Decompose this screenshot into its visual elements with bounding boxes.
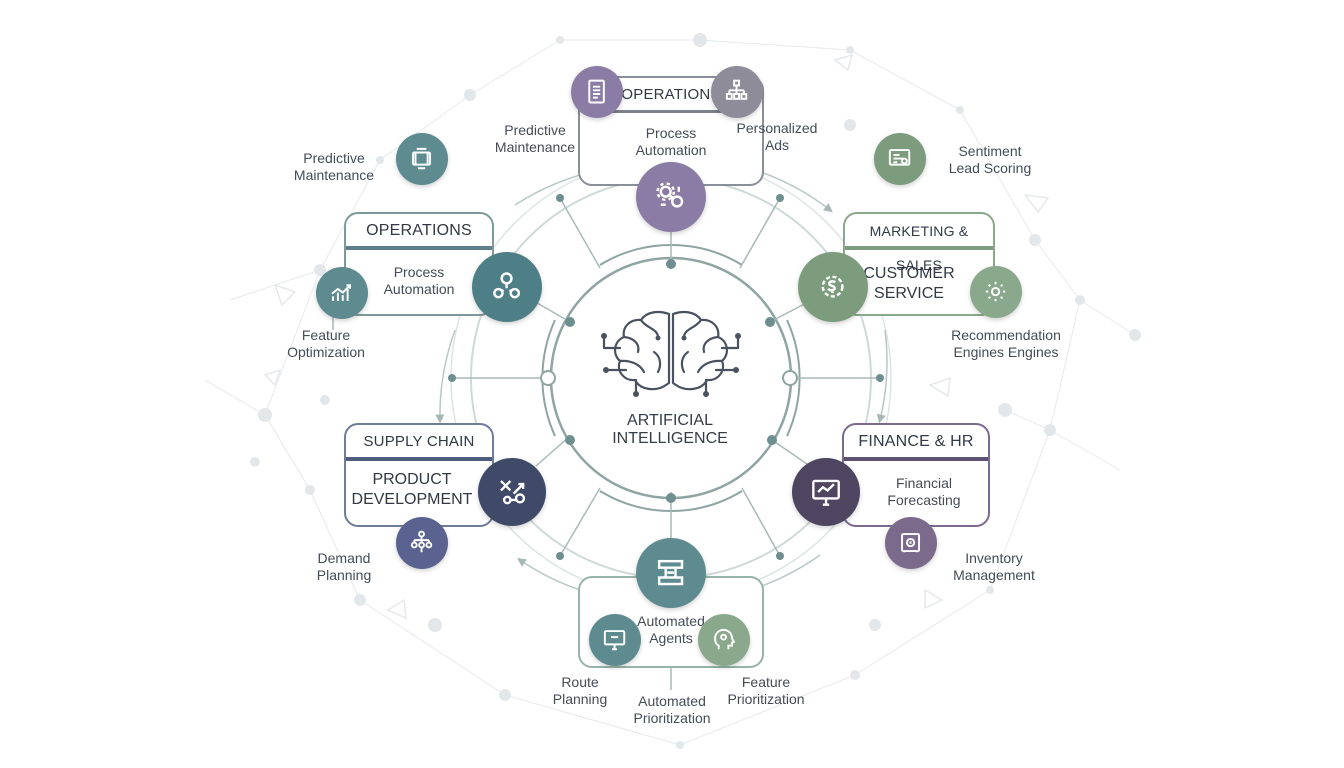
left-operations-box: OPERATIONS Process Automation — [344, 212, 494, 316]
center-title-line1: ARTIFICIAL — [627, 412, 713, 429]
top-operations-title: OPERATIONS — [600, 78, 742, 113]
marketing-sales-body-line1: CUSTOMER — [863, 265, 955, 282]
label-route-planning: Route Planning — [540, 674, 620, 708]
label-demand-planning-line2: Planning — [316, 567, 372, 583]
growth-chart-icon[interactable] — [316, 267, 368, 319]
finance-hr-box: FINANCE & HR Financial Forecasting — [842, 423, 990, 527]
gear-network-icon[interactable] — [636, 162, 706, 232]
label-recommendation-line1: Recommendation — [951, 327, 1061, 343]
circuit-icon[interactable] — [874, 133, 926, 185]
supply-chain-box: SUPPLY CHAIN PRODUCT DEVELOPMENT — [344, 423, 494, 527]
hierarchy-icon[interactable] — [396, 517, 448, 569]
top-operations-body: Process Automation — [580, 125, 762, 159]
supply-chain-body: PRODUCT DEVELOPMENT — [346, 470, 478, 510]
left-operations-body-line1: Process — [393, 264, 445, 280]
label-feature-optimization-line1: Feature — [301, 327, 351, 343]
label-feature-prioritization-line2: Prioritization — [727, 691, 805, 707]
monitor-chart-icon[interactable] — [792, 458, 860, 526]
left-operations-title: OPERATIONS — [346, 214, 492, 250]
brain-circuit-icon — [601, 310, 741, 397]
label-sentiment: Sentiment Lead Scoring — [940, 143, 1040, 177]
marketing-sales-body-line2: SERVICE — [874, 285, 944, 302]
gear-icon[interactable] — [970, 266, 1022, 318]
top-left-label-line2: Maintenance — [494, 139, 576, 155]
label-route-planning-line2: Planning — [552, 691, 608, 707]
dollar-gear-icon[interactable] — [798, 252, 868, 322]
label-recommendation: Recommendation Engines Engines — [944, 327, 1068, 361]
safe-icon[interactable] — [885, 517, 937, 569]
marketing-sales-box: MARKETING & SALES CUSTOMER SERVICE — [843, 212, 995, 316]
marketing-sales-body: CUSTOMER SERVICE — [853, 264, 965, 304]
document-icon[interactable] — [571, 66, 623, 118]
label-sentiment-line2: Lead Scoring — [948, 160, 1032, 176]
center-title: ARTIFICIAL INTELLIGENCE — [570, 412, 770, 448]
label-feature-optimization: Feature Optimization — [278, 327, 374, 361]
left-operations-body: Process Automation — [346, 264, 492, 298]
left-operations-body-line2: Automation — [383, 281, 455, 297]
top-left-label-line1: Predictive — [504, 122, 566, 138]
head-gear-icon[interactable] — [698, 614, 750, 666]
label-inventory-line2: Management — [953, 567, 1035, 583]
label-automated-prioritization-line1: Automated — [638, 693, 706, 709]
finance-hr-body: Financial Forecasting — [860, 475, 988, 509]
label-feature-optimization-line2: Optimization — [287, 344, 365, 360]
bottom-agents-body-line1: Automated — [637, 613, 705, 629]
supply-chain-body-line2: DEVELOPMENT — [351, 491, 473, 508]
label-automated-prioritization: Automated Prioritization — [624, 693, 720, 727]
top-operations-body-line1: Process — [645, 125, 697, 141]
label-recommendation-line2: Engines Engines — [953, 344, 1059, 360]
workflow-icon[interactable] — [478, 458, 546, 526]
label-demand-planning-line1: Demand — [317, 550, 371, 566]
top-right-label-line2: Ads — [764, 137, 790, 153]
label-inventory: Inventory Management — [946, 550, 1042, 584]
top-left-label: Predictive Maintenance — [490, 122, 580, 156]
bottom-agents-body-line2: Agents — [649, 630, 693, 646]
finance-hr-body-line1: Financial — [895, 475, 953, 491]
label-feature-prioritization-line1: Feature — [741, 674, 791, 690]
label-predictive-maintenance-line2: Maintenance — [293, 167, 375, 183]
device-icon[interactable] — [396, 133, 448, 185]
gears-network-icon[interactable] — [472, 252, 542, 322]
bottom-agents-body: Automated Agents — [580, 613, 762, 647]
monitor-icon[interactable] — [589, 614, 641, 666]
label-predictive-maintenance: Predictive Maintenance — [286, 150, 382, 184]
center-title-line2: INTELLIGENCE — [612, 430, 728, 447]
top-right-label-line1: Personalized — [736, 120, 818, 136]
label-automated-prioritization-line2: Prioritization — [633, 710, 711, 726]
flow-icon[interactable] — [636, 538, 706, 608]
label-inventory-line1: Inventory — [965, 550, 1023, 566]
label-sentiment-line1: Sentiment — [958, 143, 1022, 159]
top-operations-body-line2: Automation — [635, 142, 707, 158]
top-right-label: Personalized Ads — [732, 120, 822, 154]
label-route-planning-line1: Route — [561, 674, 599, 690]
finance-hr-title: FINANCE & HR — [844, 425, 988, 461]
org-chart-icon[interactable] — [711, 66, 763, 118]
supply-chain-body-line1: PRODUCT — [372, 471, 452, 488]
supply-chain-title: SUPPLY CHAIN — [346, 425, 492, 461]
label-feature-prioritization: Feature Prioritization — [718, 674, 814, 708]
label-predictive-maintenance-line1: Predictive — [303, 150, 365, 166]
marketing-sales-title: MARKETING & SALES — [845, 214, 993, 273]
finance-hr-body-line2: Forecasting — [887, 492, 961, 508]
label-demand-planning: Demand Planning — [304, 550, 384, 584]
